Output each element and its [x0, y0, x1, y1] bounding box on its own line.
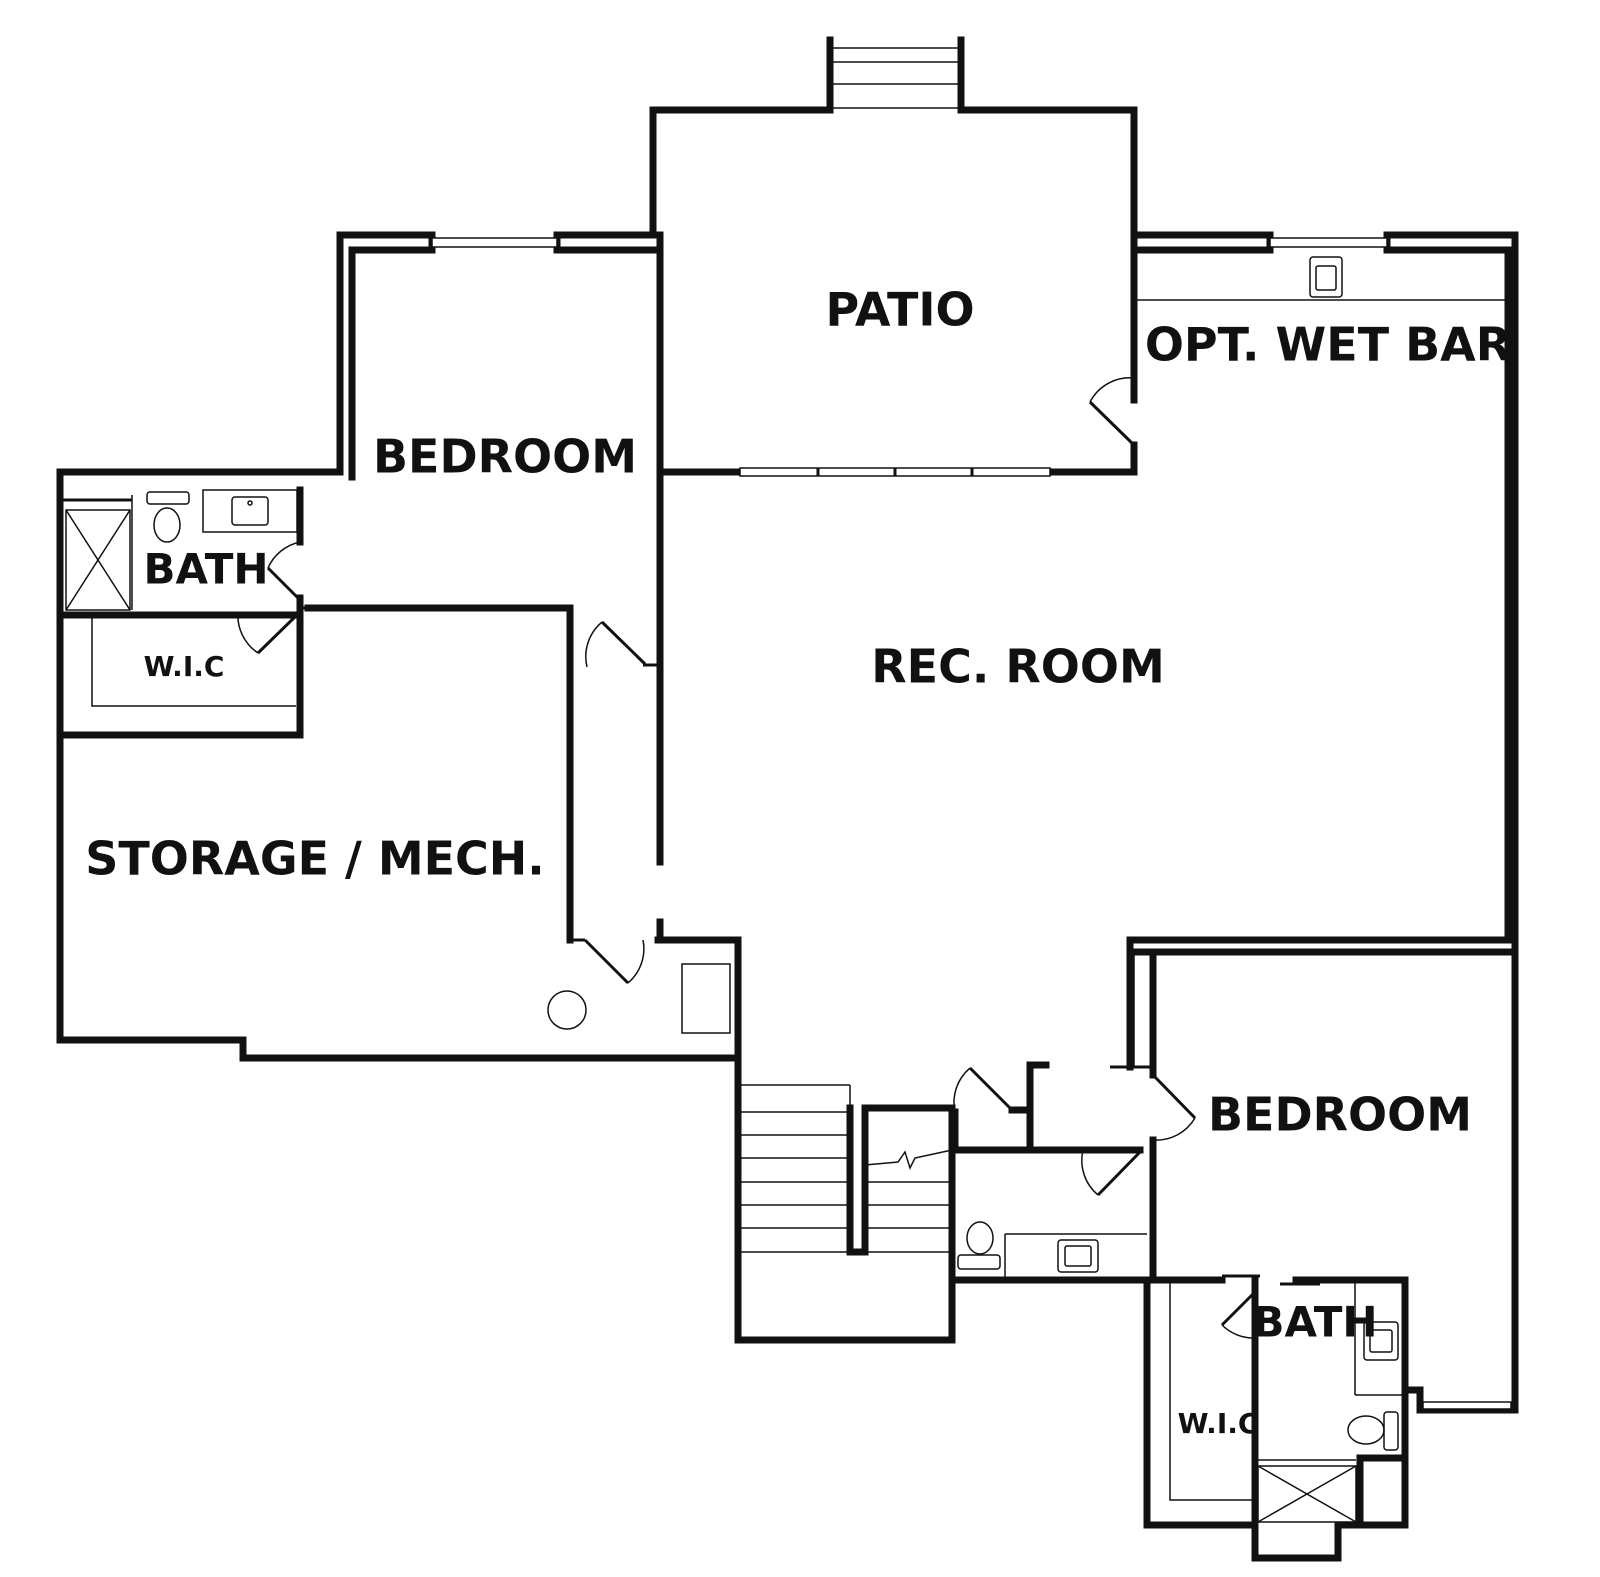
patio-steps	[830, 47, 961, 109]
label-rec-room: REC. ROOM	[871, 640, 1165, 694]
exterior-walls	[56, 36, 1519, 1562]
label-wic-lower: W.I.C	[1178, 1407, 1259, 1440]
label-bedroom-lower: BEDROOM	[1208, 1088, 1472, 1142]
label-bath-lower: BATH	[1252, 1298, 1377, 1347]
label-bedroom-upper: BEDROOM	[373, 430, 637, 484]
stairs	[740, 1084, 953, 1253]
label-patio: PATIO	[825, 283, 974, 337]
label-bath-upper: BATH	[143, 545, 268, 594]
interior-walls	[56, 231, 1519, 1529]
label-wet-bar: OPT. WET BAR	[1145, 318, 1511, 372]
label-wic-upper: W.I.C	[144, 650, 225, 683]
fixtures	[62, 256, 1508, 1523]
windows	[431, 237, 1512, 1410]
room-labels: PATIO OPT. WET BAR BEDROOM BATH W.I.C RE…	[85, 283, 1511, 1441]
doors	[237, 377, 1320, 1339]
label-storage: STORAGE / MECH.	[85, 832, 545, 886]
